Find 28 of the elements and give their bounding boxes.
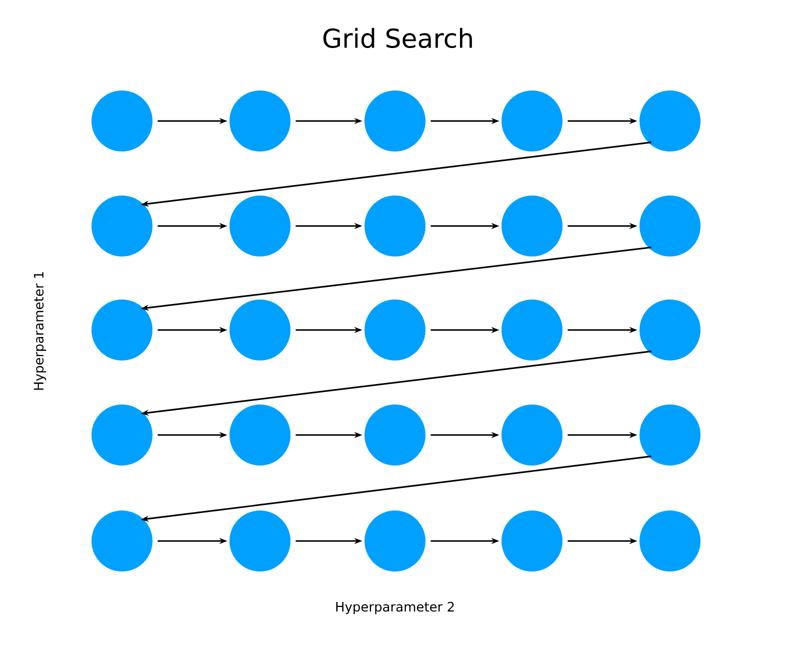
circle xyxy=(502,404,562,466)
circle xyxy=(92,300,152,360)
circle xyxy=(92,510,152,572)
title: Grid Search xyxy=(323,28,472,48)
circle xyxy=(640,404,700,466)
circle xyxy=(502,196,562,256)
circle xyxy=(502,510,562,572)
circle xyxy=(230,510,290,572)
circle xyxy=(640,90,700,152)
circle xyxy=(230,196,290,256)
circle xyxy=(364,510,426,572)
circle xyxy=(230,300,290,360)
circle xyxy=(502,300,562,360)
circle xyxy=(640,300,700,360)
circle xyxy=(364,404,426,466)
axis-label: Hyperparameter 1 xyxy=(34,272,46,390)
circle xyxy=(640,196,700,256)
circle xyxy=(230,404,290,466)
circle xyxy=(92,404,152,466)
axis-label: Hyperparameter 2 xyxy=(336,602,454,614)
circle xyxy=(364,90,426,152)
circle xyxy=(92,196,152,256)
circle xyxy=(502,90,562,152)
circle xyxy=(230,90,290,152)
circle xyxy=(92,90,152,152)
circle xyxy=(640,510,700,572)
circle xyxy=(364,196,426,256)
circle xyxy=(364,300,426,360)
